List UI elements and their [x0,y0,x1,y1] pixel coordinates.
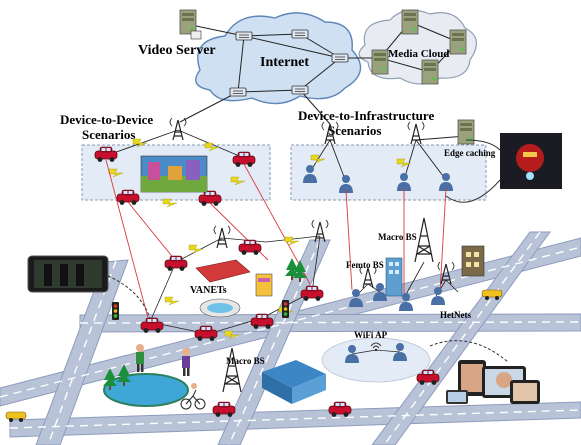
taxi-icon-left [5,411,27,422]
movie-thumbnail-right [445,133,562,203]
car-icon-6 [238,239,262,256]
d2d-label-line1: Device-to-Device [60,112,153,127]
shop-building [255,273,273,297]
movie-thumbnail-left [27,255,151,319]
vanet-antenna-icon-1 [213,225,231,249]
wifi-ap-label: WiFi AP [354,330,388,340]
internet-label: Internet [260,55,309,70]
video-call-devices [429,340,540,404]
d2i-scenario-box [290,144,487,201]
cloud-server-icon-1 [401,9,419,35]
macro-bs-tower-icon-bottom [222,347,242,393]
taxi-icon-right [481,289,503,300]
video-server-icon [179,9,197,35]
cyclist-icon [180,383,206,410]
router-icon-5 [291,85,309,95]
femto-building [385,257,403,297]
vanets-label: VANETs [190,285,227,296]
video-server-label: Video Server [138,43,216,58]
router-icon-1 [235,31,253,41]
d2i-label-line1: Device-to-Infrastructure [298,108,434,123]
hetnets-label: HetNets [440,310,471,320]
server-monitor-icon [190,30,202,40]
d2d-label-line2: Scenarios [82,127,135,142]
cloud-server-icon-3 [421,59,439,85]
router-icon-4 [229,87,247,97]
stadium-building [195,259,251,318]
lightning-icon-10 [164,296,180,306]
cloud-server-icon-4 [371,49,389,75]
macro-bs-bottom-label: Macro BS [226,356,265,366]
d2i-label-line2: Scenarios [328,123,381,138]
game-video-thumbnail [140,155,208,193]
person-with-backpack-icon [182,348,190,376]
hetnet-links [355,261,459,299]
office-building [262,360,326,404]
traffic-light-right [282,300,289,318]
router-icon-3 [331,53,349,63]
cloud-server-icon-2 [449,29,467,55]
lightning-icon-4 [162,198,178,208]
pond [103,373,189,407]
macro-bs-top-label: Macro BS [378,232,417,242]
d2d-antenna-icon [169,117,187,141]
femto-bs-label: Femto BS [346,260,384,270]
hetnet-building [461,245,485,277]
edge-caching-label: Edge caching [444,148,496,158]
lightning-icon-8 [188,244,204,254]
wifi-links [351,349,401,355]
traffic-light-left [112,302,119,320]
wifi-coverage-area [321,337,431,383]
media-cloud-label: Media Cloud [388,48,449,60]
macro-bs-tower-icon-top [414,217,434,263]
router-icon-2 [291,29,309,39]
person-with-phone-icon [136,344,144,372]
